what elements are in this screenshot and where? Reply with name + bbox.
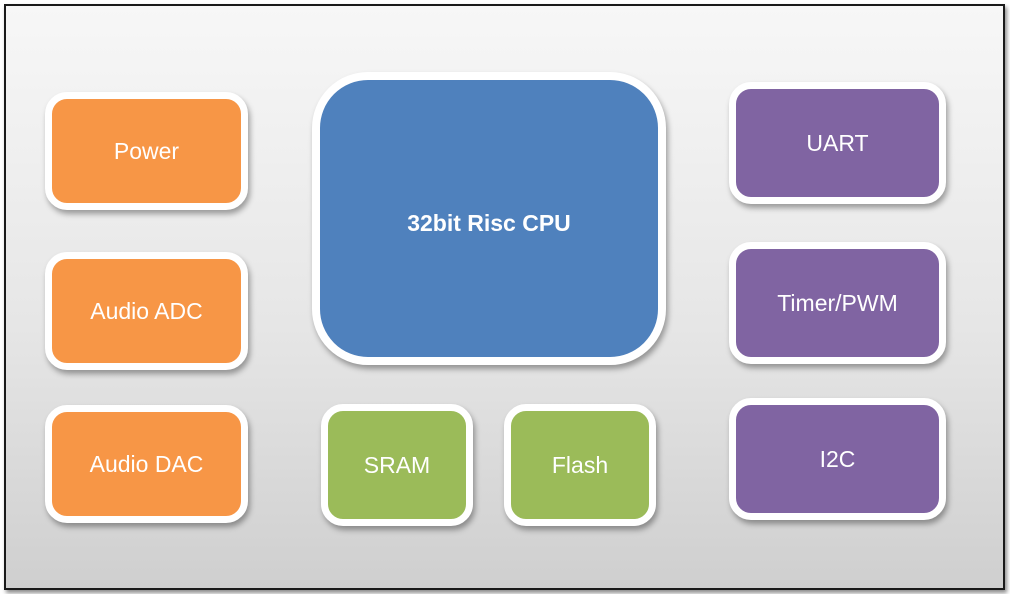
block-i2c: I2C (729, 398, 946, 520)
block-audio-adc-label: Audio ADC (90, 297, 203, 324)
block-cpu: 32bit Risc CPU (312, 72, 666, 365)
block-power: Power (45, 92, 248, 210)
block-audio-dac-label: Audio DAC (89, 450, 204, 477)
block-i2c-label: I2C (819, 445, 856, 472)
block-flash: Flash (504, 404, 656, 526)
block-power-label: Power (113, 137, 180, 164)
block-flash-label: Flash (551, 451, 609, 478)
block-timer-pwm-label: Timer/PWM (777, 289, 898, 316)
block-sram: SRAM (321, 404, 473, 526)
block-cpu-label: 32bit Risc CPU (407, 210, 571, 236)
block-sram-label: SRAM (363, 451, 431, 478)
block-uart: UART (729, 82, 946, 204)
block-audio-adc: Audio ADC (45, 252, 248, 370)
block-audio-dac: Audio DAC (45, 405, 248, 523)
block-uart-label: UART (806, 129, 869, 156)
block-timer-pwm: Timer/PWM (729, 242, 946, 364)
